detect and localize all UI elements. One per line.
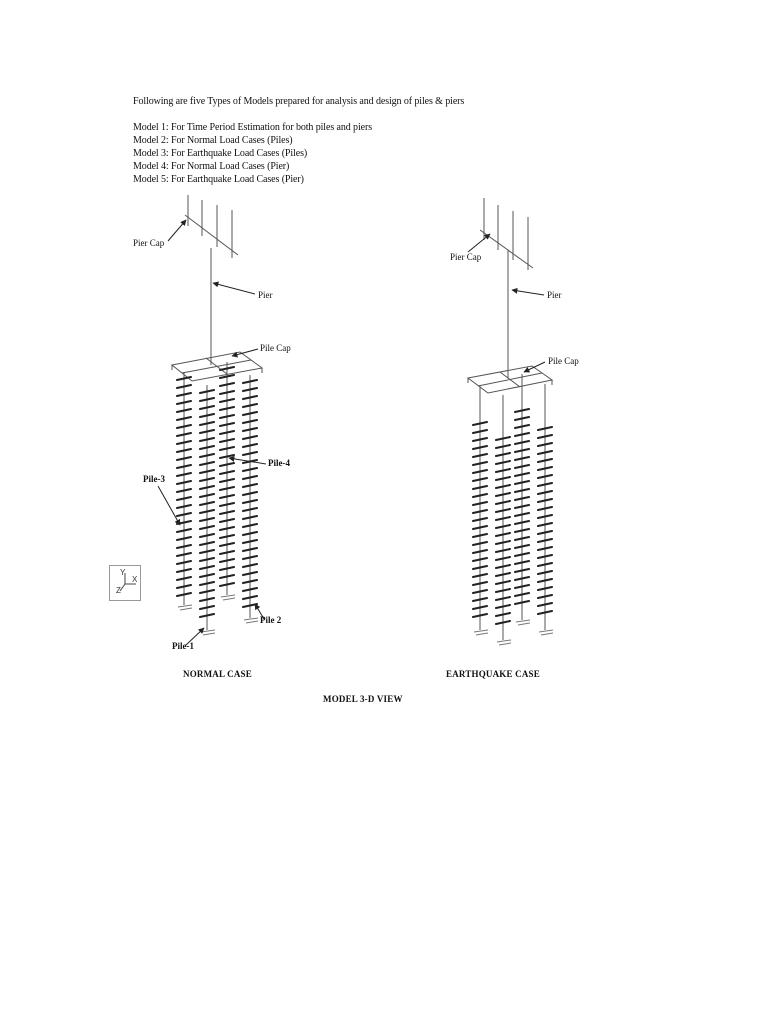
normal-label-pier-cap: Pier Cap bbox=[133, 238, 165, 248]
normal-label-pile-3: Pile-3 bbox=[143, 474, 165, 484]
model-4-text: Model 4: For Normal Load Cases (Pier) bbox=[133, 161, 290, 172]
eq-springs-pile-1 bbox=[495, 436, 511, 625]
intro-text: Following are five Types of Models prepa… bbox=[133, 96, 465, 107]
normal-label-pile-4: Pile-4 bbox=[268, 458, 290, 468]
eq-label-pile-cap: Pile Cap bbox=[548, 356, 579, 366]
eq-label-pier-cap: Pier Cap bbox=[450, 252, 482, 262]
eq-label-pier: Pier bbox=[547, 290, 562, 300]
model-5-text: Model 5: For Earthquake Load Cases (Pier… bbox=[133, 174, 304, 185]
earthquake-case-model bbox=[466, 198, 554, 646]
normal-springs-pile-1 bbox=[199, 389, 215, 618]
earthquake-case-caption: EARTHQUAKE CASE bbox=[446, 669, 540, 679]
normal-springs-pile-3 bbox=[176, 376, 192, 597]
normal-label-pile-1: Pile-1 bbox=[172, 641, 194, 651]
axis-arrows-icon bbox=[119, 573, 136, 592]
normal-pier-cap bbox=[184, 195, 239, 258]
model-3-text: Model 3: For Earthquake Load Cases (Pile… bbox=[133, 148, 308, 159]
eq-springs-pile-4 bbox=[514, 408, 530, 605]
normal-label-pile-cap: Pile Cap bbox=[260, 343, 291, 353]
normal-case-caption: NORMAL CASE bbox=[183, 669, 252, 679]
axis-y-label: Y bbox=[120, 568, 126, 577]
normal-label-pile-2: Pile 2 bbox=[260, 615, 282, 625]
figure-caption: MODEL 3-D VIEW bbox=[323, 694, 403, 704]
normal-springs-pile-4 bbox=[219, 366, 235, 587]
normal-pile-cap bbox=[170, 351, 264, 382]
model-1-text: Model 1: For Time Period Estimation for … bbox=[133, 122, 372, 133]
eq-springs-pile-2 bbox=[537, 426, 553, 615]
axis-x-label: X bbox=[132, 575, 138, 584]
normal-springs-pile-2 bbox=[242, 379, 258, 608]
axis-triad: Y X Z bbox=[109, 565, 141, 601]
normal-label-pier: Pier bbox=[258, 290, 273, 300]
axis-z-label: Z bbox=[116, 586, 121, 595]
eq-springs-pile-3 bbox=[472, 421, 488, 618]
eq-pile-cap bbox=[466, 365, 554, 394]
eq-pier-cap bbox=[479, 198, 534, 270]
model-2-text: Model 2: For Normal Load Cases (Piles) bbox=[133, 135, 293, 146]
normal-case-model bbox=[157, 195, 267, 646]
